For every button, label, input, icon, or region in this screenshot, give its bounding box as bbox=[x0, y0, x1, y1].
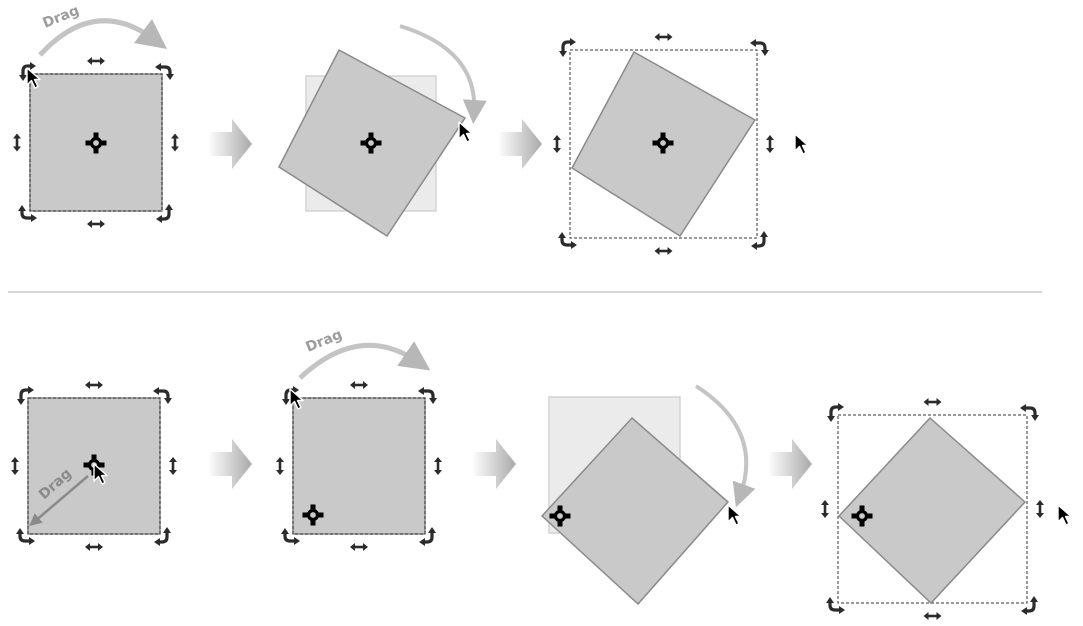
step-arrow-icon bbox=[768, 439, 812, 489]
scale-handle-icon[interactable] bbox=[350, 543, 368, 551]
step-arrow-icon bbox=[498, 119, 542, 169]
drag-arrow bbox=[29, 475, 89, 527]
mouse-cursor-icon bbox=[794, 133, 809, 155]
step-arrow-icon bbox=[208, 439, 252, 489]
rotate-handle-icon[interactable] bbox=[826, 597, 845, 614]
bottom-step-1: Drag bbox=[27, 397, 161, 535]
shape-square bbox=[292, 397, 426, 535]
rotate-handle-icon[interactable] bbox=[19, 62, 36, 81]
scale-handle-icon[interactable] bbox=[350, 381, 368, 389]
rotation-center-icon[interactable] bbox=[851, 505, 873, 527]
mouse-cursor-icon bbox=[727, 504, 742, 526]
drag-arc bbox=[399, 24, 487, 124]
selection-box bbox=[29, 73, 163, 212]
rotate-handle-icon[interactable] bbox=[750, 39, 769, 56]
rotate-handle-icon[interactable] bbox=[281, 528, 300, 545]
rotate-handle-icon[interactable] bbox=[154, 527, 171, 546]
rotate-handle-icon[interactable] bbox=[751, 231, 768, 250]
rotate-handle-icon[interactable] bbox=[18, 205, 37, 222]
rotate-handle-icon[interactable] bbox=[418, 387, 437, 404]
top-step-1: Drag bbox=[29, 3, 168, 212]
scale-handle-icon[interactable] bbox=[553, 135, 561, 153]
rotate-handle-icon[interactable] bbox=[1020, 404, 1039, 421]
rotated-square bbox=[571, 50, 757, 238]
rotation-center-icon[interactable] bbox=[652, 132, 674, 154]
rotate-handle-icon[interactable] bbox=[1021, 596, 1038, 615]
rotate-handle-icon[interactable] bbox=[559, 38, 576, 57]
scale-handle-icon[interactable] bbox=[1036, 500, 1044, 518]
scale-handle-icon[interactable] bbox=[821, 500, 829, 518]
selection-box bbox=[292, 397, 426, 535]
scale-handle-icon[interactable] bbox=[766, 135, 774, 153]
rotate-handle-icon[interactable] bbox=[156, 204, 173, 223]
top-step-3 bbox=[569, 49, 758, 239]
scale-handle-icon[interactable] bbox=[85, 543, 103, 551]
rotate-handle-icon[interactable] bbox=[827, 403, 844, 422]
top-step-2 bbox=[278, 24, 487, 238]
drag-arc bbox=[38, 18, 168, 57]
bottom-step-2: Drag bbox=[292, 327, 431, 535]
step-arrow-icon bbox=[472, 439, 516, 489]
selection-box bbox=[27, 397, 161, 535]
shape-square bbox=[29, 73, 163, 212]
scale-handle-icon[interactable] bbox=[171, 133, 179, 152]
rotate-handle-icon[interactable] bbox=[153, 387, 172, 404]
scale-handle-icon[interactable] bbox=[87, 57, 105, 65]
rotation-center-icon[interactable] bbox=[360, 132, 382, 154]
scale-handle-icon[interactable] bbox=[11, 457, 19, 475]
scale-handle-icon[interactable] bbox=[13, 133, 21, 152]
bottom-step-3 bbox=[540, 384, 756, 606]
rotate-handle-icon[interactable] bbox=[17, 386, 34, 405]
mouse-cursor-icon bbox=[26, 67, 41, 89]
rotate-handle-icon[interactable] bbox=[155, 63, 174, 80]
rotation-center-icon[interactable] bbox=[85, 132, 107, 154]
bottom-step-4 bbox=[837, 414, 1028, 605]
mouse-cursor-icon bbox=[458, 121, 473, 143]
scale-handle-icon[interactable] bbox=[923, 398, 942, 406]
scale-handle-icon[interactable] bbox=[434, 457, 442, 475]
rotate-handle-icon[interactable] bbox=[419, 527, 436, 546]
scale-handle-icon[interactable] bbox=[654, 247, 673, 255]
drag-arc bbox=[694, 384, 756, 508]
step-arrow-icon bbox=[208, 119, 252, 169]
scale-handle-icon[interactable] bbox=[169, 457, 177, 475]
rotate-handle-icon[interactable] bbox=[16, 528, 35, 545]
drag-arc bbox=[298, 341, 431, 380]
rotated-square bbox=[837, 416, 1027, 605]
rotation-center-icon[interactable] bbox=[302, 504, 324, 526]
scale-handle-icon[interactable] bbox=[276, 457, 284, 475]
scale-handle-icon[interactable] bbox=[87, 220, 105, 228]
rotate-handle-icon[interactable] bbox=[558, 232, 577, 249]
mouse-cursor-icon bbox=[93, 463, 108, 485]
mouse-cursor-icon bbox=[1057, 504, 1072, 526]
bounding-box bbox=[569, 49, 758, 239]
rotation-center-icon[interactable] bbox=[549, 505, 571, 527]
scale-handle-icon[interactable] bbox=[654, 33, 673, 41]
bounding-box bbox=[837, 414, 1028, 604]
scale-handle-icon[interactable] bbox=[85, 381, 103, 389]
handles-layer bbox=[11, 33, 1072, 620]
scale-handle-icon[interactable] bbox=[923, 612, 942, 620]
rotated-square bbox=[540, 416, 730, 606]
mouse-cursor-icon bbox=[289, 388, 304, 410]
